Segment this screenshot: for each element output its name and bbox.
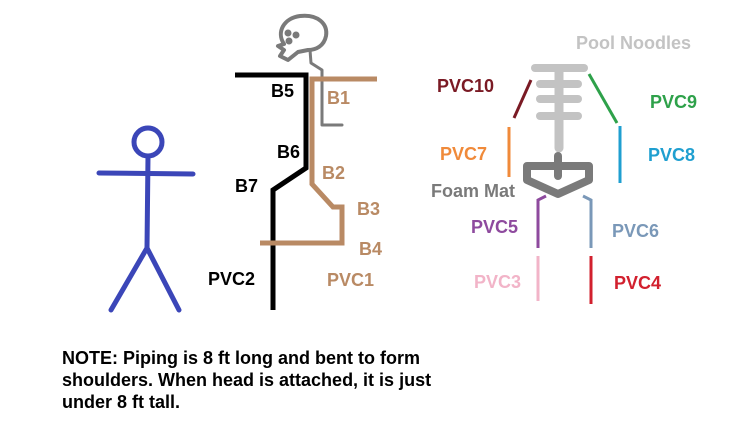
- label-pvc8: PVC8: [648, 145, 696, 165]
- label-b3: B3: [357, 199, 381, 219]
- pvc6-segment: [582, 194, 593, 248]
- label-pvc7: PVC7: [440, 144, 488, 164]
- stick-figure-arms: [96, 170, 196, 177]
- label-b2: B2: [322, 163, 346, 183]
- pvc9-segment: [587, 73, 619, 124]
- label-b1: B1: [327, 88, 351, 108]
- label-b5: B5: [271, 81, 295, 101]
- stick-figure-body: [144, 153, 151, 251]
- label-b6: B6: [277, 142, 301, 162]
- note-text: NOTE: Piping is 8 ft long and bent to fo…: [62, 348, 432, 412]
- label-pvc3: PVC3: [474, 272, 522, 292]
- label-pvc1: PVC1: [327, 270, 375, 290]
- pvc10-segment: [512, 79, 533, 119]
- black-pipe-frame: [235, 72, 309, 310]
- stick-figure-left-leg: [108, 245, 150, 313]
- label-pvc10: PVC10: [437, 76, 495, 96]
- label-pvc5: PVC5: [471, 217, 519, 237]
- brown-pipe-frame: [260, 76, 377, 246]
- label-pool-noodles: Pool Noodles: [576, 33, 692, 53]
- label-foam-mat: Foam Mat: [431, 181, 516, 201]
- stick-figure-head: [131, 125, 165, 159]
- label-b4: B4: [359, 239, 383, 259]
- pool-noodles-skeleton: [531, 64, 588, 153]
- stick-figure: [96, 125, 196, 313]
- skull-head-icon: [276, 13, 344, 127]
- label-pvc4: PVC4: [614, 273, 662, 293]
- foam-mat-shape: [523, 152, 593, 198]
- head-mount-pole: [308, 48, 344, 127]
- label-pvc9: PVC9: [650, 92, 698, 112]
- label-pvc6: PVC6: [612, 221, 660, 241]
- label-b7: B7: [235, 176, 259, 196]
- label-pvc2: PVC2: [208, 269, 256, 289]
- pvc5-segment: [536, 194, 547, 248]
- stick-figure-right-leg: [144, 245, 182, 313]
